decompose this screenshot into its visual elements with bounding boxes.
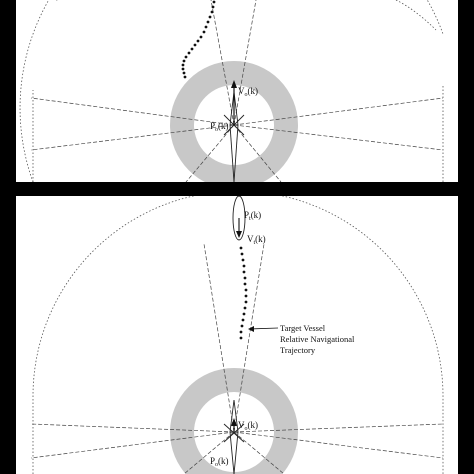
outer-range-top-right: [395, 0, 437, 31]
trajectory-leader-arrowhead: [248, 326, 254, 332]
trajectory-label-line1: Target Vessel: [280, 323, 326, 333]
top-diagram-panel: Vo(k) Po(k): [16, 0, 458, 182]
sector-lines: [30, 243, 444, 474]
own-position-label: Po(k): [210, 456, 229, 468]
target-trajectory-dots: [239, 246, 248, 340]
target-trajectory-dots: [181, 0, 216, 79]
bottom-diagram-svg: Pt(k) Vt(k) Vo(k) Po(k) Target Vessel Re…: [30, 196, 444, 474]
own-velocity-arrowhead: [231, 418, 237, 426]
target-velocity-arrowhead: [236, 231, 242, 238]
sector-lines: [30, 0, 444, 182]
outer-range-arc: [19, 0, 444, 182]
own-position-label: Po(k): [210, 121, 229, 133]
target-velocity-label: Vt(k): [247, 234, 266, 246]
own-velocity-label: Vo(k): [238, 420, 258, 432]
own-velocity-label: Vo(k): [238, 86, 258, 98]
trajectory-label-line2: Relative Navigational: [280, 334, 355, 344]
own-velocity-arrowhead: [231, 80, 237, 88]
target-position-label: Pt(k): [244, 210, 261, 222]
trajectory-label-line3: Trajectory: [280, 345, 316, 355]
outer-range-arc: [32, 196, 444, 474]
own-vessel-outline: [223, 399, 245, 474]
bottom-diagram-panel: Pt(k) Vt(k) Vo(k) Po(k) Target Vessel Re…: [16, 196, 458, 474]
top-diagram-svg: Vo(k) Po(k): [19, 0, 444, 182]
target-vessel-outline: [232, 196, 246, 241]
